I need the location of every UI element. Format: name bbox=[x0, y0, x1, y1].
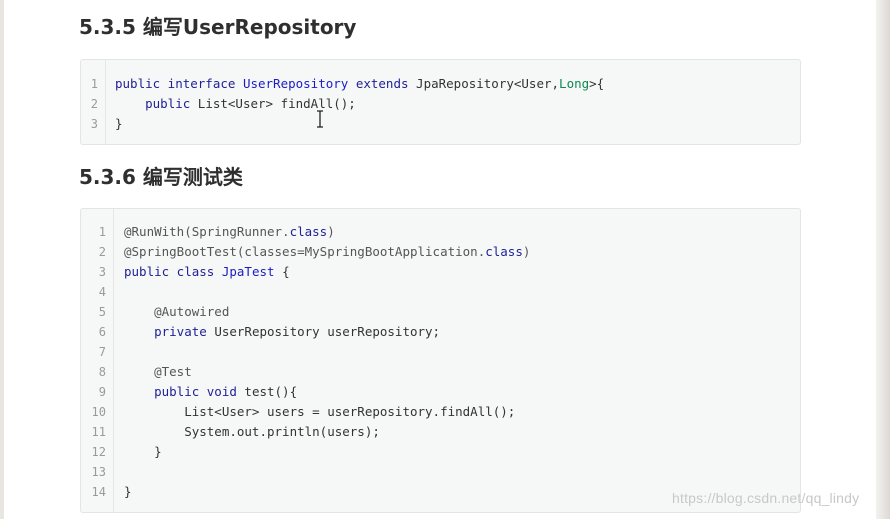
line-number-gutter bbox=[81, 60, 106, 144]
line-number: 2 bbox=[90, 97, 98, 111]
code-line[interactable]: @Test bbox=[124, 362, 192, 382]
code-token: { bbox=[282, 264, 290, 279]
code-line[interactable]: public class JpaTest { bbox=[124, 262, 290, 282]
code-line[interactable]: List<User> users = userRepository.findAl… bbox=[124, 402, 515, 422]
line-number-gutter bbox=[81, 209, 114, 512]
code-line[interactable]: public void test(){ bbox=[124, 382, 297, 402]
code-line[interactable]: @RunWith(SpringRunner.class) bbox=[124, 222, 335, 242]
line-number: 1 bbox=[90, 77, 98, 91]
line-number: 14 bbox=[91, 485, 106, 499]
code-token: @Autowired bbox=[124, 304, 230, 319]
line-number: 1 bbox=[98, 225, 106, 239]
code-token: ) bbox=[522, 244, 531, 259]
line-number: 3 bbox=[90, 117, 98, 131]
code-block-user-repository[interactable]: 1 2 3 public interface UserRepository exten… bbox=[80, 59, 801, 145]
code-token: @RunWith(SpringRunner. bbox=[124, 224, 290, 239]
code-token: public void bbox=[124, 384, 245, 399]
code-token: List<User> users = userRepository.findAl… bbox=[124, 404, 516, 419]
code-line[interactable]: @SpringBootTest(classes=MySpringBootAppl… bbox=[124, 242, 530, 262]
code-token: public interface bbox=[115, 76, 243, 91]
code-line[interactable]: private UserRepository userRepository; bbox=[124, 322, 440, 342]
text-cursor-icon bbox=[317, 110, 323, 128]
line-number: 4 bbox=[98, 285, 106, 299]
code-token: extends bbox=[355, 76, 417, 91]
code-token: public bbox=[115, 96, 198, 111]
code-token: >{ bbox=[589, 76, 605, 91]
code-line[interactable]: } bbox=[124, 442, 162, 462]
code-line[interactable]: public interface UserRepository extends … bbox=[115, 74, 604, 94]
code-token: System.out.println(users); bbox=[124, 424, 380, 439]
line-number: 13 bbox=[91, 465, 106, 479]
code-token: UserRepository userRepository; bbox=[214, 324, 441, 339]
line-number: 10 bbox=[91, 405, 106, 419]
code-token: @Test bbox=[124, 364, 192, 379]
code-token: private bbox=[124, 324, 215, 339]
code-line[interactable]: @Autowired bbox=[124, 302, 229, 322]
code-token: } bbox=[124, 484, 132, 499]
code-token: UserRepository bbox=[242, 76, 356, 91]
line-number: 12 bbox=[91, 445, 106, 459]
line-number: 6 bbox=[98, 325, 106, 339]
line-number: 5 bbox=[98, 305, 106, 319]
section-heading-test-class: 5.3.6 编写测试类 bbox=[79, 165, 243, 189]
code-line[interactable]: } bbox=[115, 114, 123, 134]
code-token: ) bbox=[327, 224, 335, 239]
line-number: 9 bbox=[98, 385, 106, 399]
line-number: 8 bbox=[98, 365, 106, 379]
code-line[interactable]: } bbox=[124, 482, 132, 502]
section-heading-user-repository: 5.3.5 编写UserRepository bbox=[79, 15, 357, 39]
code-token: class bbox=[485, 244, 523, 259]
code-token: } bbox=[124, 444, 162, 459]
line-number: 7 bbox=[98, 345, 106, 359]
code-token: List<User> findAll(); bbox=[197, 96, 356, 111]
page-right-edge bbox=[876, 0, 890, 519]
code-token: @SpringBootTest(classes=MySpringBootAppl… bbox=[124, 244, 486, 259]
code-token: Long bbox=[559, 76, 590, 91]
code-token: JpaTest bbox=[221, 264, 283, 279]
page-left-border bbox=[0, 0, 4, 519]
line-number: 2 bbox=[98, 245, 106, 259]
watermark-url: https://blog.csdn.net/qq_lindy bbox=[672, 490, 860, 506]
code-token: JpaRepository<User, bbox=[416, 76, 560, 91]
line-number: 11 bbox=[91, 425, 106, 439]
line-number: 3 bbox=[98, 265, 106, 279]
code-line[interactable]: System.out.println(users); bbox=[124, 422, 380, 442]
code-token: class bbox=[289, 224, 328, 239]
code-token: test(){ bbox=[244, 384, 298, 399]
code-token: public class bbox=[124, 264, 222, 279]
code-line[interactable]: public List<User> findAll(); bbox=[115, 94, 356, 114]
code-token: } bbox=[115, 116, 123, 131]
